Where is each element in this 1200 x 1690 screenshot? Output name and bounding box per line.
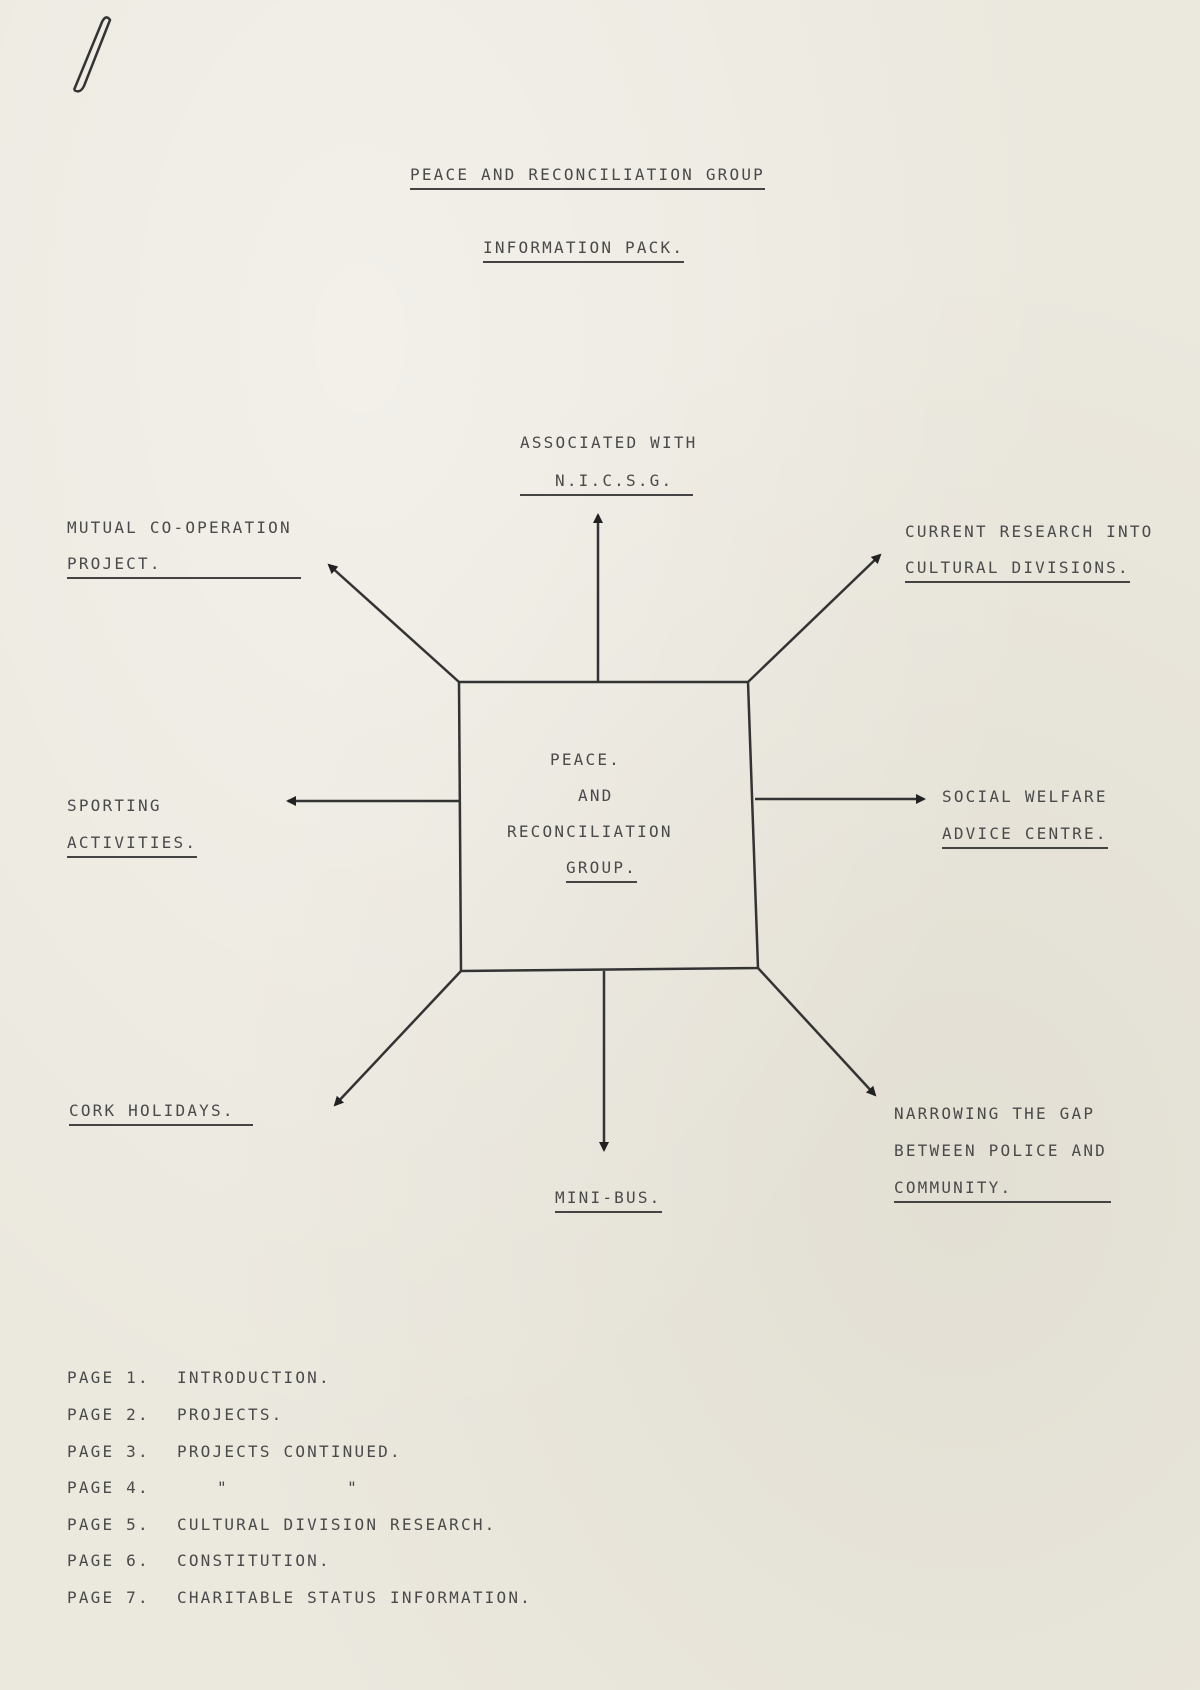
page-number: PAGE 5. (67, 1515, 150, 1534)
paperclip-icon (72, 16, 112, 93)
center-label-4: GROUP. (566, 858, 637, 883)
node-top-left-line-2: PROJECT. (67, 554, 301, 579)
arrow-bottom-left (333, 970, 462, 1107)
page-title-entry: PROJECTS. (177, 1405, 284, 1424)
node-right-line-1: SOCIAL WELFARE (942, 787, 1108, 806)
node-bottom: MINI-BUS. (555, 1188, 662, 1213)
node-top-right-line-2: CULTURAL DIVISIONS. (905, 558, 1130, 583)
contents-item: PAGE 2. PROJECTS. (67, 1405, 284, 1425)
node-left-line-2: ACTIVITIES. (67, 833, 198, 858)
arrow-top-left (327, 563, 460, 683)
node-top-left-line-1: MUTUAL CO-OPERATION (67, 518, 292, 537)
node-left-line-1: SPORTING (67, 796, 162, 815)
arrow-bottom-right (757, 967, 877, 1097)
page-title-entry: CONSTITUTION. (177, 1551, 331, 1570)
node-top-right-line-1: CURRENT RESEARCH INTO (905, 522, 1154, 541)
page-title: PEACE AND RECONCILIATION GROUP (410, 165, 765, 190)
page-number: PAGE 7. (67, 1588, 150, 1607)
page-title-entry: " " (217, 1478, 359, 1497)
contents-item: PAGE 1. INTRODUCTION. (67, 1368, 331, 1388)
page-number: PAGE 6. (67, 1551, 150, 1570)
page-number: PAGE 4. (67, 1478, 150, 1497)
node-bottom-right-line-3: COMMUNITY. (894, 1178, 1111, 1203)
page-number: PAGE 1. (67, 1368, 150, 1387)
node-bottom-right-line-2: BETWEEN POLICE AND (894, 1141, 1107, 1160)
contents-item: PAGE 3. PROJECTS CONTINUED. (67, 1442, 402, 1462)
page-number: PAGE 2. (67, 1405, 150, 1424)
node-bottom-right-line-1: NARROWING THE GAP (894, 1104, 1096, 1123)
contents-item: PAGE 4. " " (67, 1478, 359, 1498)
contents-item: PAGE 6. CONSTITUTION. (67, 1551, 331, 1571)
node-top-line-1: ASSOCIATED WITH (520, 433, 698, 452)
center-label-2: AND (578, 786, 614, 805)
node-right-line-2: ADVICE CENTRE. (942, 824, 1108, 849)
contents-item: PAGE 5. CULTURAL DIVISION RESEARCH. (67, 1515, 497, 1535)
page-subtitle: INFORMATION PACK. (483, 238, 685, 263)
contents-item: PAGE 7. CHARITABLE STATUS INFORMATION. (67, 1588, 532, 1608)
center-label-1: PEACE. (550, 750, 621, 769)
page-number: PAGE 3. (67, 1442, 150, 1461)
page-title-entry: CHARITABLE STATUS INFORMATION. (177, 1588, 532, 1607)
page-title-entry: INTRODUCTION. (177, 1368, 331, 1387)
arrow-top-right (747, 553, 882, 683)
page-title-entry: CULTURAL DIVISION RESEARCH. (177, 1515, 497, 1534)
node-top-line-2: N.I.C.S.G. (520, 471, 694, 496)
node-bottom-left: CORK HOLIDAYS. (69, 1101, 253, 1126)
center-label-3: RECONCILIATION (507, 822, 673, 841)
page-title-entry: PROJECTS CONTINUED. (177, 1442, 402, 1461)
